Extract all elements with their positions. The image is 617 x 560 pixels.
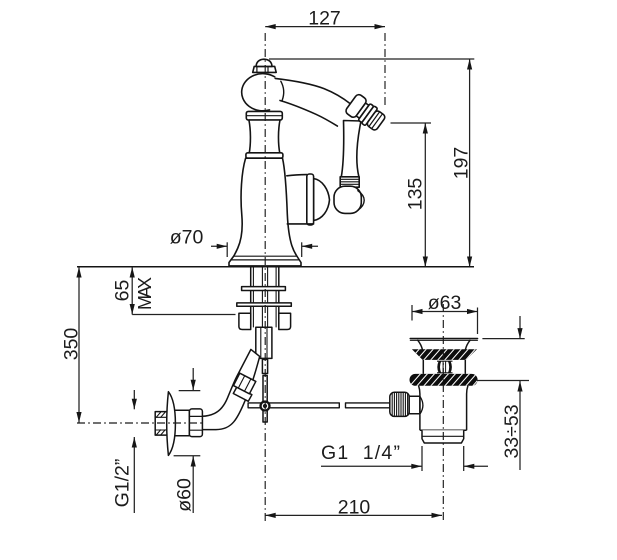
- svg-text:127: 127: [308, 8, 341, 30]
- svg-text:G1/2”: G1/2”: [112, 459, 134, 508]
- svg-text:ø63: ø63: [428, 292, 462, 314]
- svg-text:350: 350: [61, 328, 83, 361]
- svg-text:MAX: MAX: [135, 277, 155, 310]
- svg-text:ø70: ø70: [170, 227, 204, 249]
- svg-text:G1 1/4”: G1 1/4”: [321, 442, 400, 464]
- svg-text:33÷53: 33÷53: [501, 404, 523, 458]
- svg-text:197: 197: [451, 147, 473, 180]
- svg-text:135: 135: [405, 178, 427, 211]
- svg-text:ø60: ø60: [174, 478, 196, 512]
- svg-text:65: 65: [112, 280, 134, 302]
- svg-text:210: 210: [338, 497, 371, 519]
